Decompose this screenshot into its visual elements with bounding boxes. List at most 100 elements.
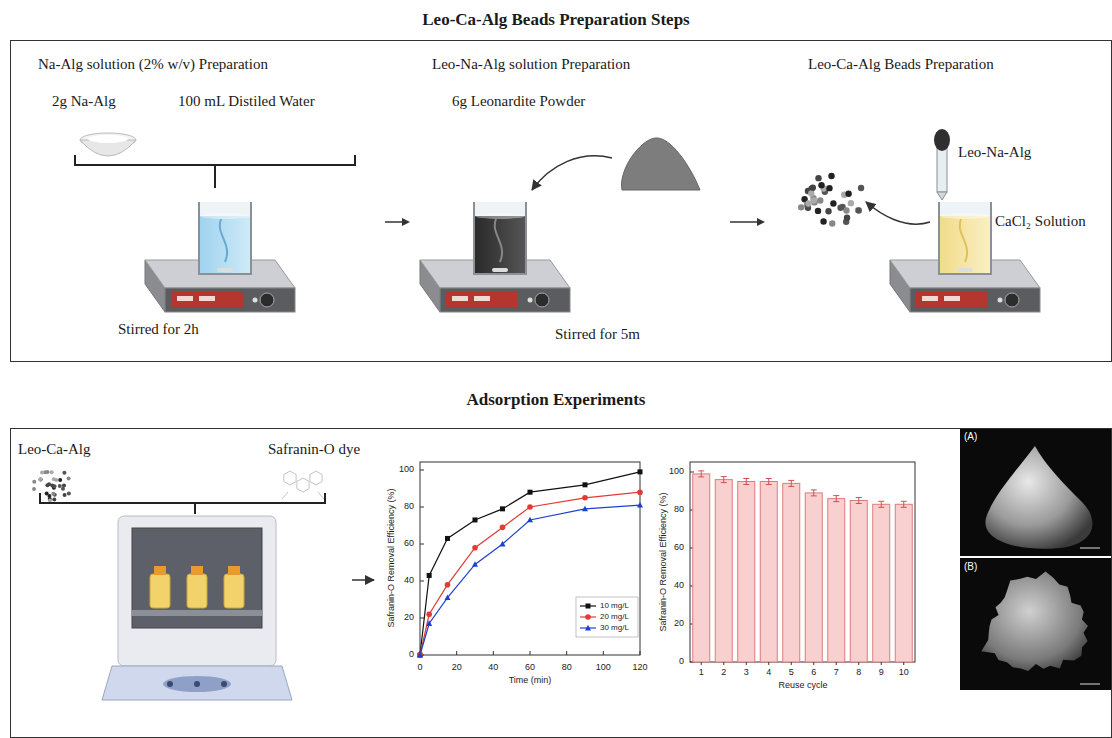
dropper-bulb — [934, 129, 950, 151]
bead — [58, 478, 62, 482]
leonardite-powder — [622, 138, 700, 190]
step-text: 6g Leonardite Powder — [452, 92, 585, 110]
bracket — [40, 493, 325, 514]
bead — [829, 220, 835, 226]
tick-label: 60 — [404, 539, 414, 549]
bead — [858, 185, 864, 191]
heading-text: Adsorption Experiments — [467, 390, 646, 410]
axis-title: Safranin-O Removal Efficiency (%) — [659, 493, 669, 632]
axis-tick — [836, 662, 837, 665]
axis-tick — [858, 662, 859, 665]
bracket — [75, 155, 355, 188]
bead — [52, 477, 56, 481]
data-marker — [473, 517, 478, 522]
axis-tick — [813, 662, 814, 665]
stir-bar — [217, 268, 233, 272]
connector-line — [385, 221, 403, 223]
tick-label: 60 — [674, 543, 684, 553]
heading-text: Na-Alg solution (2% w/v) Preparation — [38, 55, 268, 73]
step-text: CaCl₂ Solution — [995, 212, 1086, 230]
bar — [783, 483, 800, 662]
powder — [88, 135, 128, 143]
bead — [825, 208, 831, 214]
bottle — [150, 574, 170, 608]
data-line — [420, 492, 640, 655]
section-panel: Leo-Ca-Alg Beads Preparation StepsNa-Alg… — [0, 0, 1112, 364]
bead — [58, 484, 62, 488]
bar — [828, 499, 845, 662]
data-line — [420, 505, 640, 655]
error-bar — [811, 490, 817, 496]
flow-arrow — [352, 579, 374, 581]
bead — [826, 185, 832, 191]
data-marker — [445, 582, 451, 588]
bead — [61, 487, 65, 491]
axis-tick — [420, 507, 424, 508]
plate-front — [910, 288, 1040, 312]
shaker-platform — [163, 676, 231, 692]
tick-label: 10 — [899, 668, 909, 678]
control-panel — [916, 292, 988, 308]
tick-label: 9 — [879, 668, 884, 678]
beaker-liquid — [475, 216, 525, 273]
bar — [760, 482, 777, 663]
axis-tick — [420, 544, 424, 545]
display — [944, 296, 960, 301]
tick-label: 1 — [699, 668, 704, 678]
data-marker — [527, 504, 533, 510]
error-bar — [743, 479, 749, 485]
legend-text: 30 mg/L — [600, 624, 629, 633]
tick-label: 80 — [404, 502, 414, 512]
data-marker — [527, 517, 533, 523]
bar — [738, 482, 755, 663]
display — [177, 296, 193, 301]
error-bar — [766, 479, 772, 485]
axis-title: Safranin-O Removal Efficiency (%) — [387, 489, 397, 628]
dropper-tip — [937, 192, 947, 200]
bead-arrow — [866, 202, 930, 224]
tick-label: 20 — [404, 613, 414, 623]
error-bar — [698, 471, 704, 477]
bar — [850, 501, 867, 663]
tick-label: 2 — [721, 668, 726, 678]
vortex — [495, 219, 502, 262]
axis-tick — [420, 470, 424, 471]
sem-image — [960, 558, 1112, 690]
panel-border — [10, 40, 1112, 362]
data-marker — [638, 469, 643, 474]
legend-frame — [576, 597, 638, 637]
error-bar — [788, 480, 794, 486]
data-marker — [418, 653, 423, 658]
tick-label: 3 — [744, 668, 749, 678]
axis-tick — [420, 618, 424, 619]
step-group: Leo-Ca-AlgSafranin-O dye — [12, 436, 364, 731]
bead-micrograph — [981, 572, 1088, 671]
bead — [848, 200, 854, 206]
data-marker — [427, 573, 432, 578]
bead — [844, 214, 850, 220]
panel-border — [10, 428, 1112, 738]
tick-label: 80 — [674, 505, 684, 515]
tick-label: 100 — [669, 467, 684, 477]
incubator-window — [132, 528, 262, 628]
error-bar — [856, 498, 862, 504]
bead — [820, 218, 826, 224]
data-marker — [637, 489, 643, 495]
arrowhead — [402, 218, 410, 226]
data-marker — [582, 506, 588, 512]
data-marker — [472, 561, 478, 567]
shaker-tray — [132, 610, 262, 616]
dropper-tube — [937, 148, 947, 192]
tick-label: 100 — [596, 663, 611, 673]
data-marker — [586, 604, 591, 609]
data-marker — [445, 536, 450, 541]
bead — [805, 200, 811, 206]
bead — [51, 492, 55, 496]
step-text: 100 mL Distiled Water — [178, 92, 315, 110]
heading-text: Leo-Ca-Alg Beads Preparation — [808, 55, 994, 73]
bar — [873, 504, 890, 662]
knob — [1005, 293, 1019, 307]
axis-title: Reuse cycle — [778, 681, 827, 691]
